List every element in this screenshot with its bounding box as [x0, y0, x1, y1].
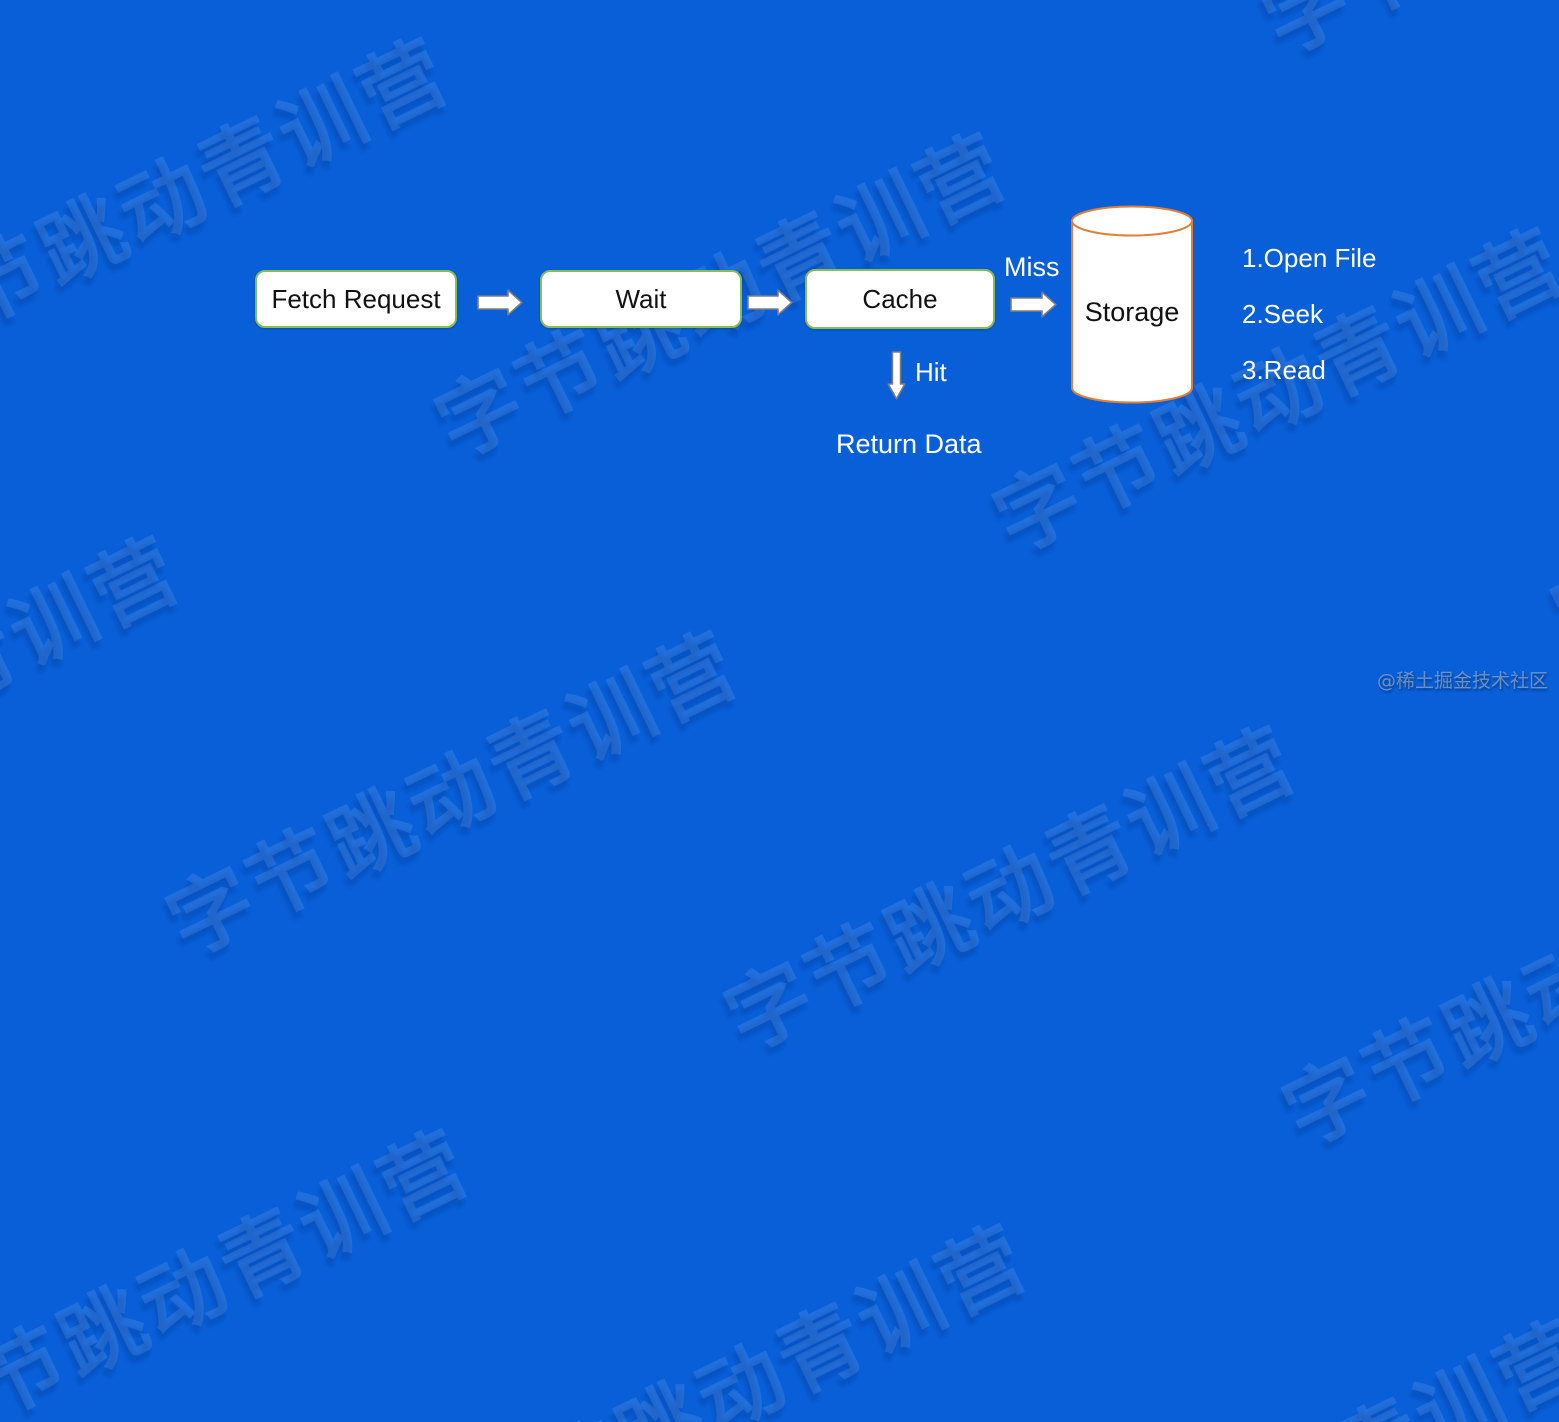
watermark-text: 字节跳动青训营: [992, 1286, 1559, 1422]
storage-steps-list: 1.Open File 2.Seek 3.Read: [1242, 243, 1376, 386]
node-cache-label: Cache: [862, 283, 938, 314]
node-wait-label: Wait: [615, 283, 667, 314]
storage-cylinder: Storage: [1070, 204, 1194, 404]
watermark-text: 字节跳动青训营: [1240, 0, 1559, 78]
watermark-text: 字节跳动青训营: [1537, 305, 1559, 667]
node-storage-label: Storage: [1084, 297, 1180, 327]
credit-watermark: @稀土掘金技术社区: [1377, 670, 1549, 692]
node-cache: Cache: [805, 269, 995, 329]
edge-miss-label: Miss: [1004, 252, 1060, 282]
edge-hit-label: Hit: [915, 357, 947, 387]
node-fetch-request: Fetch Request: [255, 270, 457, 328]
arrow-right-icon: [747, 289, 793, 316]
arrow-right-icon: [1010, 291, 1057, 318]
return-data-label: Return Data: [836, 429, 982, 459]
watermark-text: 字节跳动青训营: [1268, 803, 1559, 1165]
watermark-text: 字节跳动青训营: [442, 1206, 1045, 1422]
storage-step-open-file: 1.Open File: [1242, 243, 1377, 273]
watermark-text: 字节跳动青训营: [710, 708, 1314, 1070]
watermark-text: 字节跳动青训营: [152, 613, 756, 975]
storage-step-read: 3.Read: [1242, 355, 1326, 385]
node-wait: Wait: [540, 270, 742, 328]
cylinder-shape-icon: [1071, 205, 1193, 404]
storage-step-seek: 2.Seek: [1242, 299, 1323, 329]
watermark-text: 字节跳动青训营: [0, 518, 198, 880]
watermark-text: 字节跳动青训营: [0, 20, 467, 382]
arrow-right-icon: [477, 289, 523, 316]
node-fetch-request-label: Fetch Request: [271, 283, 441, 314]
arrow-down-icon: [887, 351, 906, 400]
watermark-text: 字节跳动青训营: [0, 1111, 487, 1422]
